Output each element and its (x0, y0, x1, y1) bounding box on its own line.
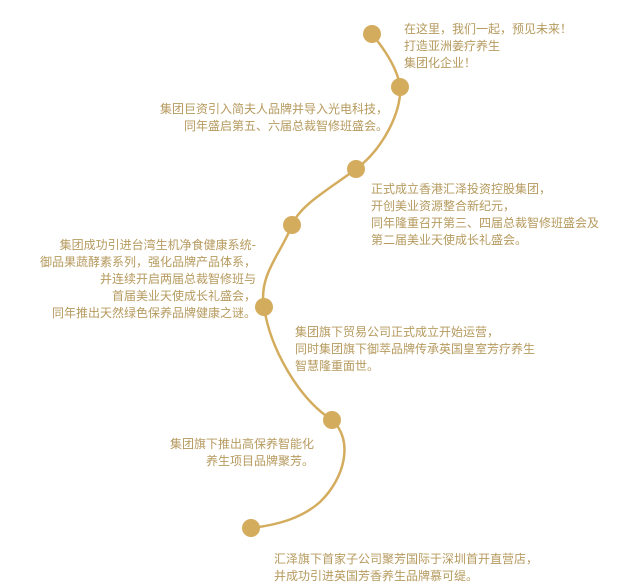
milestone-text-1: 在这里，我们一起，预见未来！ 打造亚洲姜疗养生 集团化企业！ (404, 21, 572, 72)
milestone-dot-4 (283, 216, 301, 234)
milestone-line: 集团旗下贸易公司正式成立开始运营， (295, 325, 500, 339)
milestone-line: 养生项目品牌聚芳。 (205, 454, 314, 468)
milestone-line: 正式成立香港汇泽投资控股集团， (371, 182, 552, 196)
milestone-line: 同时集团旗下御萃品牌传承英国皇室芳疗养生 (295, 342, 536, 356)
milestone-line: 首届美业天使成长礼盛会， (111, 289, 256, 303)
milestone-line: 集团巨资引入简夫人品牌并导入光电科技， (159, 102, 388, 116)
milestone-line: 第二届美业天使成长礼盛会。 (371, 233, 528, 247)
milestone-line: 集团化企业！ (404, 56, 477, 70)
milestone-dot-1 (363, 25, 381, 43)
timeline-curve (249, 32, 402, 530)
milestone-text-2: 集团巨资引入简夫人品牌并导入光电科技， 同年盛启第五、六届总裁智修班盛会。 (160, 101, 388, 135)
milestone-text-6: 集团旗下推出高保养智能化 养生项目品牌聚芳。 (170, 436, 314, 470)
milestone-dot-5 (255, 298, 273, 316)
milestone-line: 集团成功引进台湾生机净食健康系统- (59, 238, 256, 252)
milestone-text-4: 集团成功引进台湾生机净食健康系统- 御品果蔬酵素系列，强化品牌产品体系， 并连续… (40, 237, 256, 322)
milestone-line: 智慧隆重面世。 (295, 359, 380, 373)
milestone-line: 御品果蔬酵素系列，强化品牌产品体系， (39, 255, 256, 269)
milestone-line: 同年推出天然绿色保养品牌健康之谜。 (51, 306, 256, 320)
milestone-dot-7 (242, 519, 260, 537)
milestone-text-3: 正式成立香港汇泽投资控股集团， 开创美业资源整合新纪元， 同年隆重召开第三、四届… (371, 181, 599, 249)
milestone-line: 开创美业资源整合新纪元， (371, 199, 516, 213)
milestone-dot-6 (323, 411, 341, 429)
milestone-dot-3 (347, 160, 365, 178)
milestone-line: 集团旗下推出高保养智能化 (169, 437, 314, 451)
milestone-dot-2 (391, 78, 409, 96)
milestone-line: 同年盛启第五、六届总裁智修班盛会。 (183, 119, 388, 133)
milestone-line: 汇泽旗下首家子公司聚芳国际于深圳首开直营店， (274, 552, 539, 566)
milestone-line: 打造亚洲姜疗养生 (404, 39, 501, 53)
milestone-line: 在这里，我们一起，预见未来！ (404, 22, 573, 36)
milestone-line: 同年隆重召开第三、四届总裁智修班盛会及 (371, 216, 600, 230)
milestone-line: 并成功引进英国芳香养生品牌慕可缇。 (274, 569, 479, 583)
milestone-text-7: 汇泽旗下首家子公司聚芳国际于深圳首开直营店， 并成功引进英国芳香养生品牌慕可缇。 (274, 551, 538, 585)
milestone-text-5: 集团旗下贸易公司正式成立开始运营， 同时集团旗下御萃品牌传承英国皇室芳疗养生 智… (295, 324, 535, 375)
milestone-line: 并连续开启两届总裁智修班与 (99, 272, 256, 286)
